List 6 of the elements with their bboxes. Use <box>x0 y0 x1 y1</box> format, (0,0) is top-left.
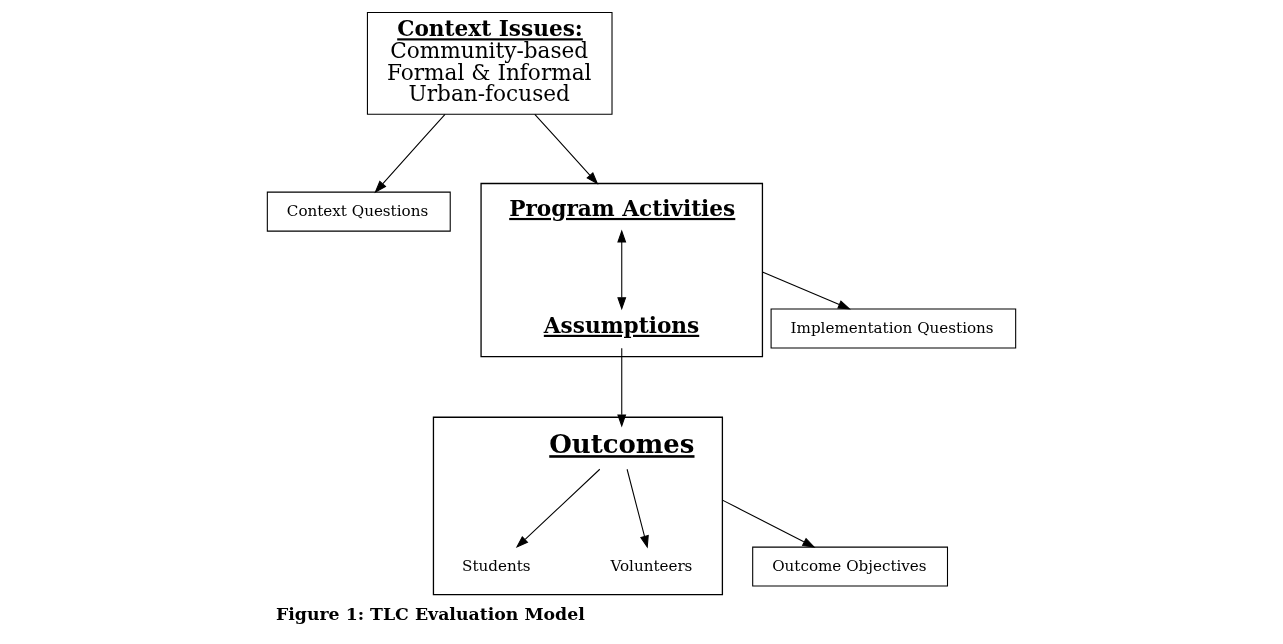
node-text: Program Activities <box>509 195 736 221</box>
caption: Figure 1: TLC Evaluation Model <box>275 604 585 625</box>
node-text: Volunteers <box>610 556 693 575</box>
node-text: Outcomes <box>549 429 695 460</box>
node-text: Students <box>462 556 531 575</box>
node-text: Assumptions <box>543 312 700 338</box>
